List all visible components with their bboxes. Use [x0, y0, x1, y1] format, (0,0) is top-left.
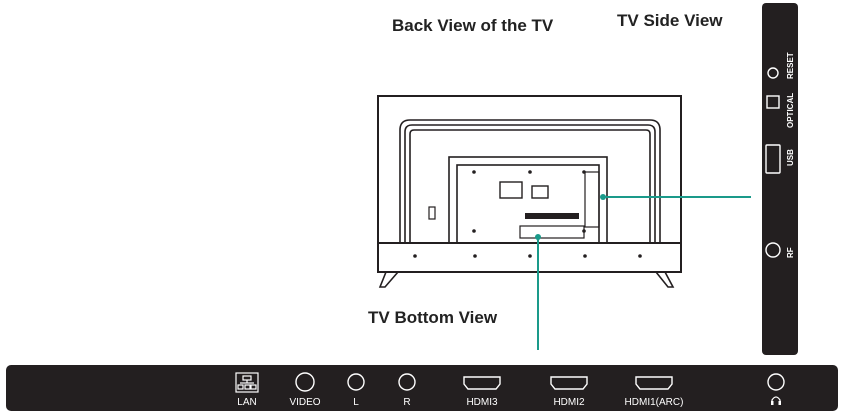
rf-port-icon: [765, 242, 781, 258]
callout-lines: [535, 194, 751, 350]
optical-port-icon: [766, 95, 780, 109]
side-port-panel: RESET OPTICAL USB RF: [762, 3, 798, 355]
port-label-hdmi3: HDMI3: [466, 397, 498, 408]
port-label-video: VIDEO: [289, 397, 320, 408]
port-label-r: R: [403, 397, 410, 408]
audio-right-port-icon: [398, 373, 416, 391]
bottom-view-title: TV Bottom View: [368, 308, 498, 327]
side-port-label: USB: [786, 149, 795, 166]
lan-port-icon: [235, 372, 259, 393]
side-port-label: OPTICAL: [786, 93, 795, 128]
port-label-hdmi2: HDMI2: [553, 397, 585, 408]
usb-port-icon: [765, 144, 781, 174]
hdmi2-port-icon: [550, 376, 588, 390]
headphone-icon: [771, 396, 781, 405]
hdmi3-port-icon: [463, 376, 501, 390]
tv-back-illustration: [377, 95, 682, 288]
port-label-hdmi1-arc: HDMI1(ARC): [625, 397, 684, 408]
audio-left-port-icon: [347, 373, 365, 391]
side-port-label: RF: [786, 247, 795, 258]
back-view-title: Back View of the TV: [392, 16, 554, 35]
headphone-port-icon: [767, 373, 785, 391]
port-label-l: L: [353, 397, 359, 408]
hdmi1-arc-port-icon: [635, 376, 673, 390]
reset-icon: [767, 67, 779, 79]
port-label-lan: LAN: [237, 397, 256, 408]
side-port-label: RESET: [786, 52, 795, 79]
side-view-title: TV Side View: [617, 11, 723, 30]
video-port-icon: [295, 372, 315, 392]
bottom-port-panel: LAN VIDEO L R HDMI3 HDMI2 HDMI1(ARC): [6, 365, 838, 411]
